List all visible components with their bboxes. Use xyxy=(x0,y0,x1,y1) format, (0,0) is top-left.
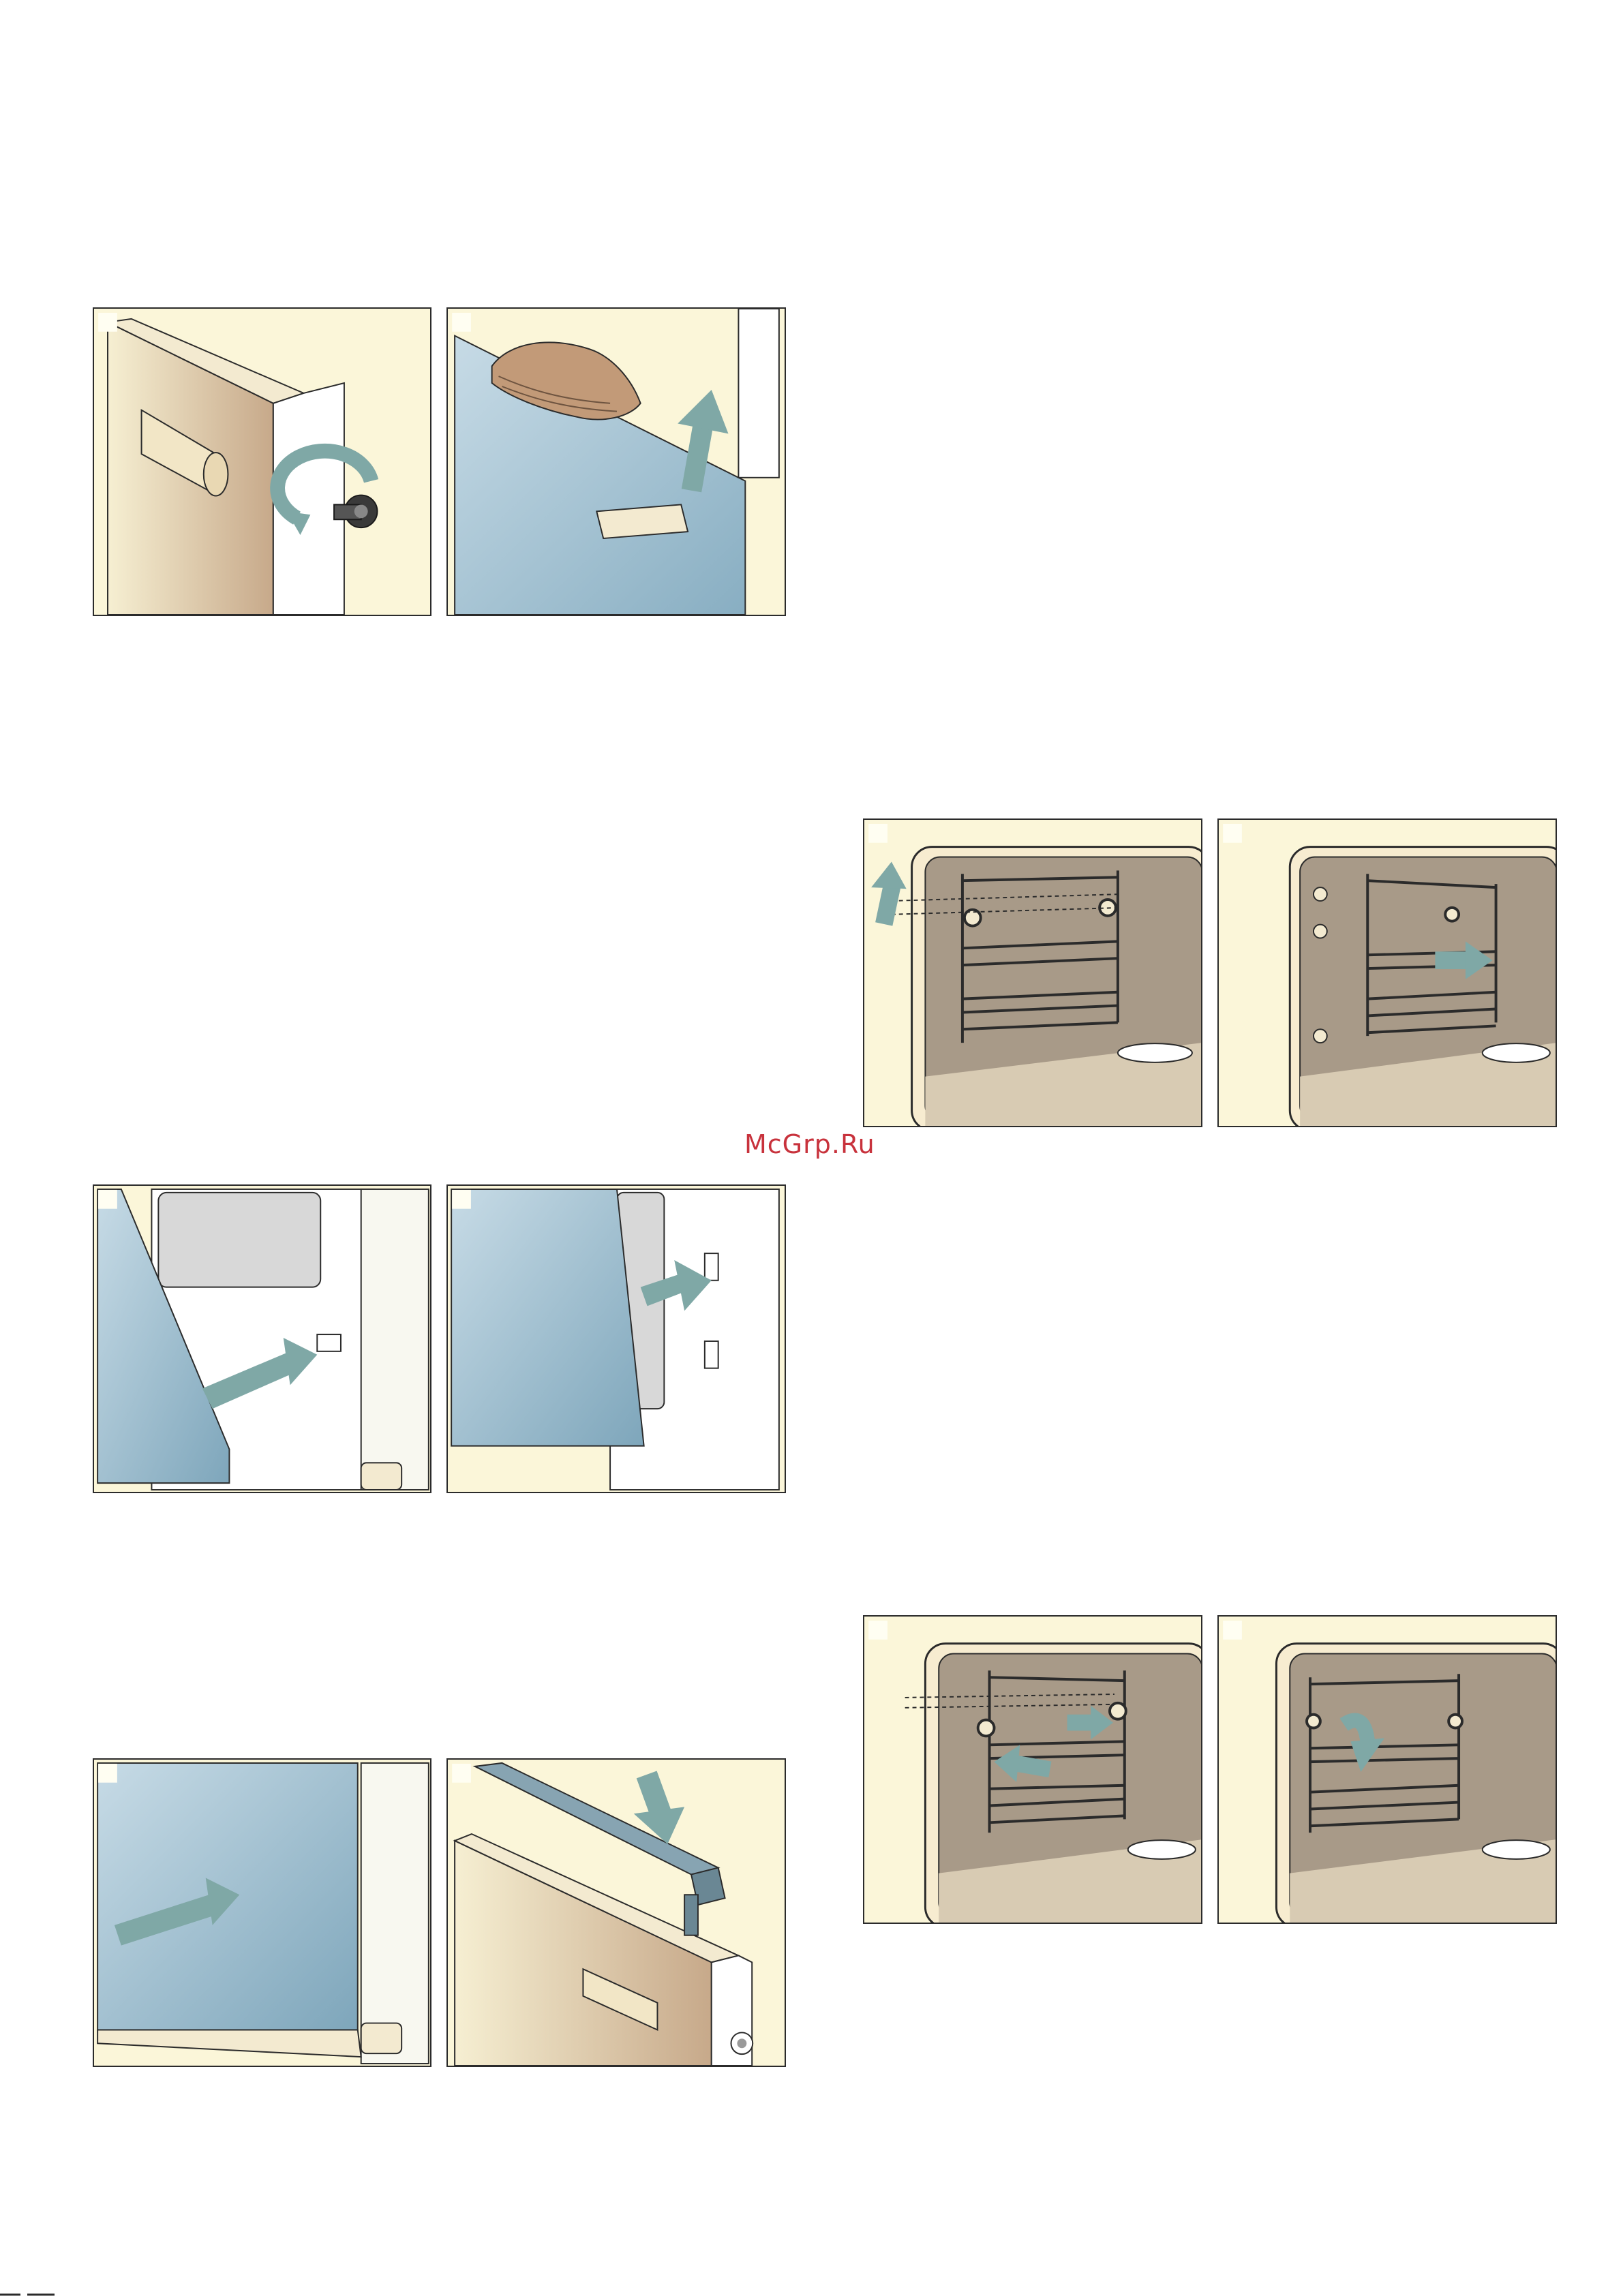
figure-cover-strip-attach xyxy=(446,1758,786,2067)
glass-pane-icon xyxy=(448,1186,785,1492)
oven-interior-icon xyxy=(1219,820,1556,1126)
glass-pane-icon xyxy=(448,309,785,615)
glass-pane-icon xyxy=(94,1760,430,2066)
figure-door-screw-unscrew xyxy=(93,307,431,616)
oven-interior-icon xyxy=(1219,1617,1556,1923)
oven-interior-icon xyxy=(864,1617,1201,1923)
oven-interior-icon xyxy=(864,820,1201,1126)
screw-icon xyxy=(731,2032,753,2054)
figure-shelf-rack-press-down xyxy=(1217,1615,1557,1924)
figure-glass-push-into-holder xyxy=(446,1184,786,1493)
figure-glass-slide-in xyxy=(93,1758,431,2067)
door-panel-icon xyxy=(448,1760,785,2066)
figure-glass-lift-with-cloth xyxy=(446,307,786,616)
figure-shelf-rack-insert xyxy=(863,1615,1202,1924)
watermark: McGrp.Ru xyxy=(744,1129,875,1159)
door-panel-icon xyxy=(94,309,430,615)
hinge-icon xyxy=(317,1334,341,1351)
figure-shelf-rack-lift xyxy=(863,818,1202,1127)
page-corner-mark xyxy=(0,2286,75,2296)
glass-pane-icon xyxy=(94,1186,430,1492)
holder-icon xyxy=(705,1253,718,1281)
figure-shelf-rack-pull-out xyxy=(1217,818,1557,1127)
figure-glass-insert-bottom xyxy=(93,1184,431,1493)
